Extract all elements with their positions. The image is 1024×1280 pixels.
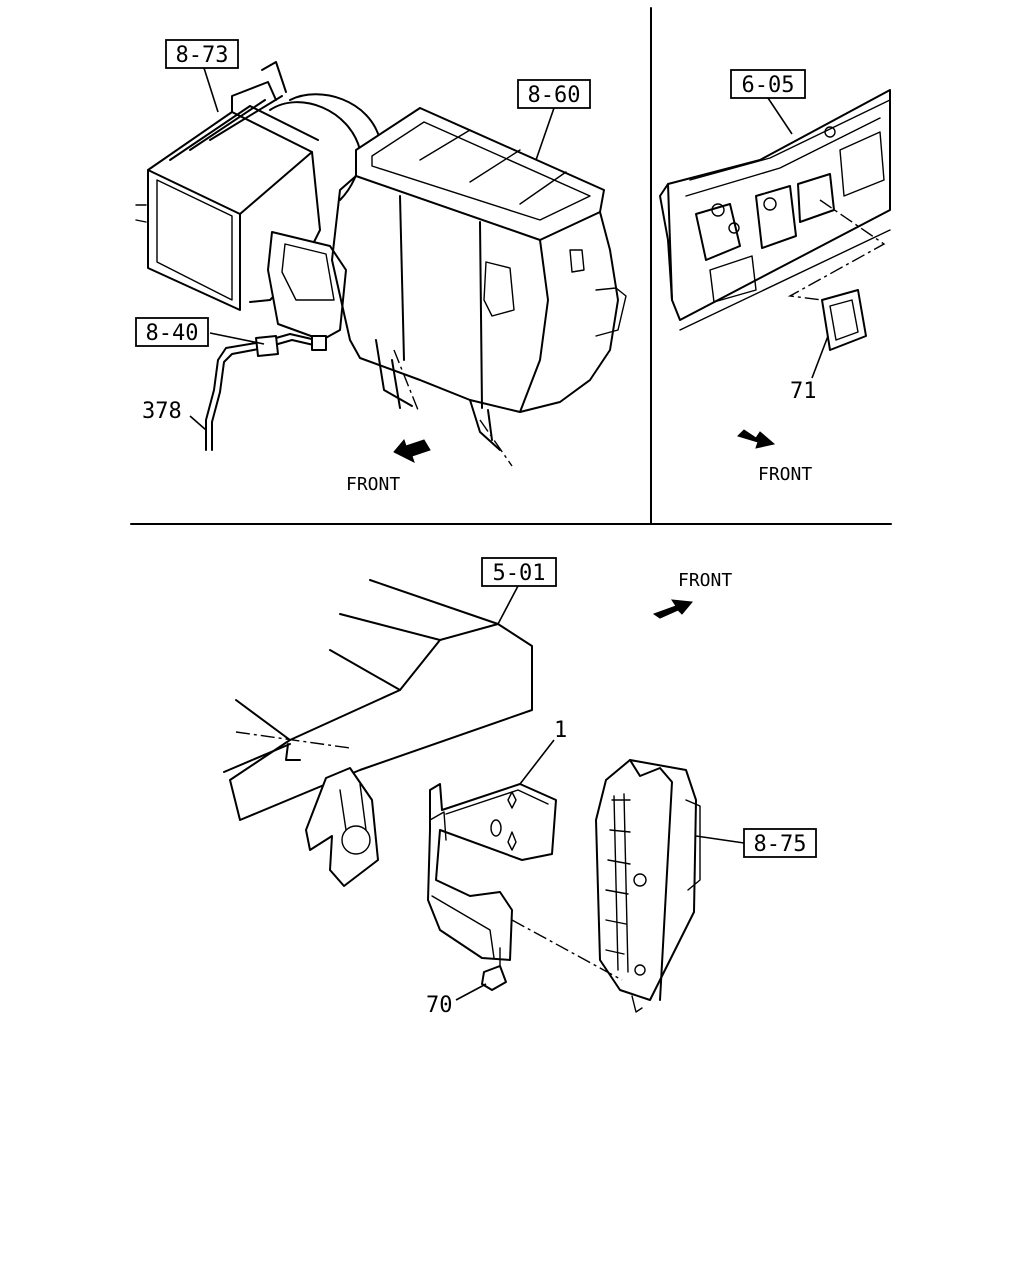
direction-arrows [393, 429, 776, 619]
bracket [427, 783, 557, 961]
dash-panel [667, 89, 891, 321]
ref-6-05: 6-05 [730, 69, 806, 99]
part-number-70: 70 [426, 993, 453, 1018]
ref-label-5-01: 5-01 [493, 561, 546, 586]
blower-inlet-frame [147, 169, 241, 311]
dash-panel-drawing [659, 89, 891, 351]
part-number-71: 71 [790, 379, 817, 404]
front-label-top-left: FRONT [346, 474, 400, 495]
ref-label-8-60: 8-60 [528, 83, 581, 108]
frame-hanger [305, 767, 379, 887]
ref-8-40: 8-40 [135, 317, 209, 347]
front-label-top-right: FRONT [758, 464, 812, 485]
front-arrow-top-right [737, 429, 776, 449]
ref-8-60: 8-60 [517, 79, 591, 109]
drain-hose [205, 333, 317, 451]
front-arrow-bottom [652, 599, 693, 619]
front-label-bottom: FRONT [678, 570, 732, 591]
frame-rail [229, 623, 533, 821]
ref-8-73: 8-73 [165, 39, 239, 69]
ref-label-8-73: 8-73 [176, 43, 229, 68]
hvac-unit-drawing [135, 61, 627, 467]
evaporator-top [355, 107, 605, 241]
ref-label-8-75: 8-75 [754, 832, 807, 857]
nut [481, 965, 507, 991]
panel-dividers [130, 7, 892, 525]
seal-gasket [821, 289, 867, 351]
part-number-378: 378 [142, 399, 182, 424]
front-arrow-top-left [393, 438, 431, 463]
frame-bracket-drawing [223, 579, 701, 1013]
ref-8-75: 8-75 [743, 828, 817, 858]
ref-5-01: 5-01 [481, 557, 557, 587]
ref-label-8-40: 8-40 [146, 321, 199, 346]
leader-lines [189, 67, 829, 1001]
ref-label-6-05: 6-05 [742, 73, 795, 98]
part-number-1: 1 [554, 718, 567, 743]
